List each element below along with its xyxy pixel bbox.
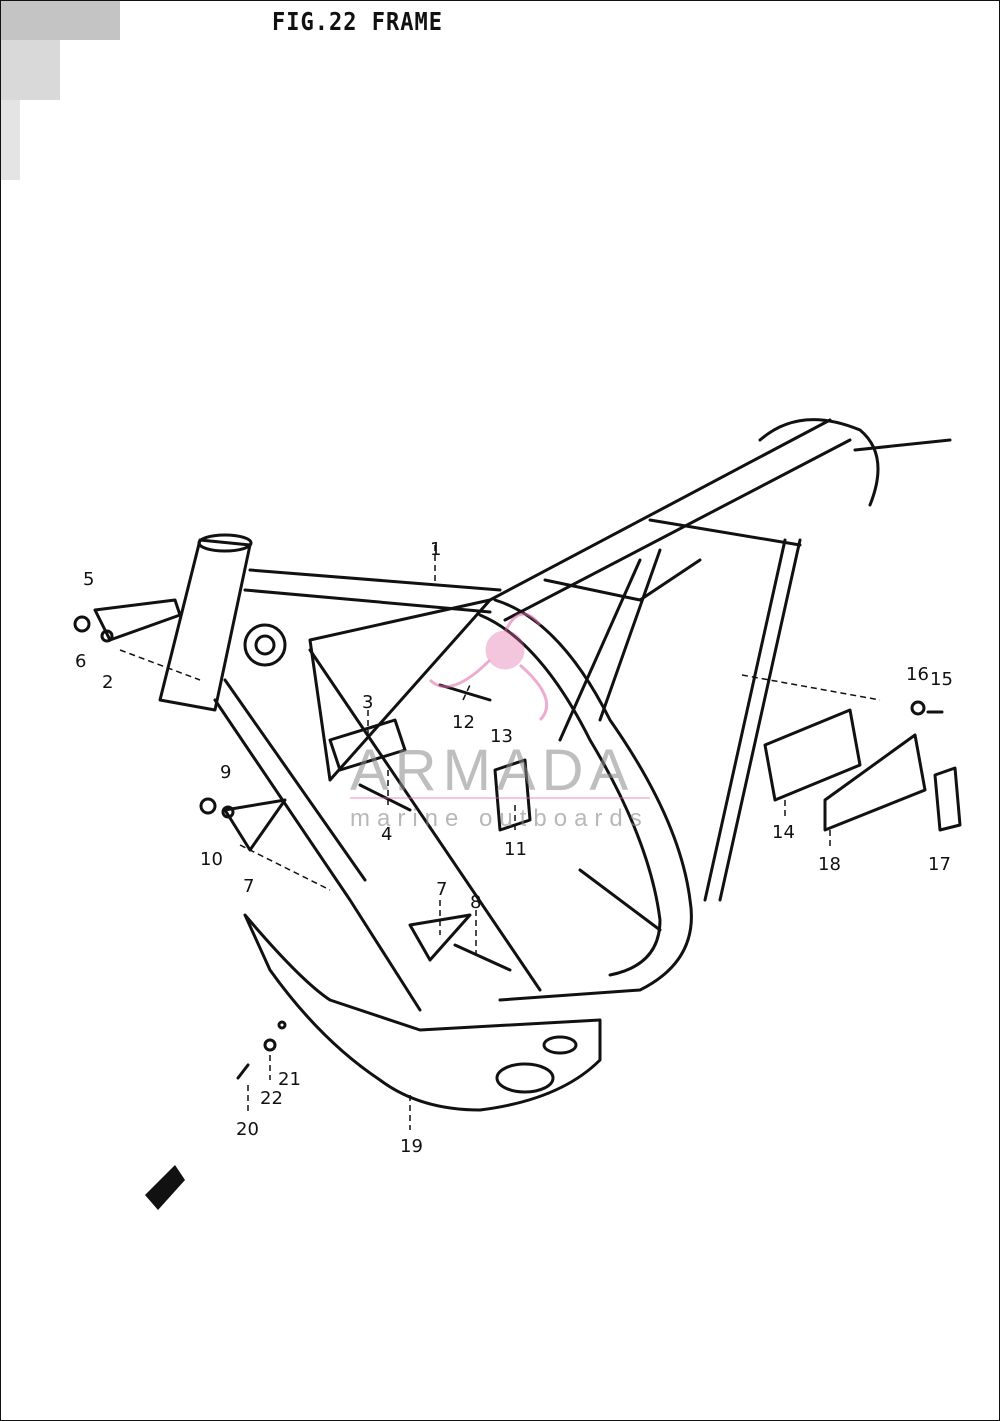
callout-11: 11 <box>504 839 527 860</box>
callout-1: 1 <box>430 539 441 560</box>
callout-14: 14 <box>772 822 795 843</box>
callout-21: 21 <box>278 1069 301 1090</box>
callout-numbers: 1 2 3 4 5 6 7 7 8 9 10 11 12 13 14 15 16… <box>75 539 953 1157</box>
cover-bolt <box>910 700 944 716</box>
callout-2: 2 <box>102 672 113 693</box>
side-cover-right <box>823 733 927 832</box>
engine-bracket-left <box>199 797 287 852</box>
main-frame <box>158 418 952 1012</box>
cover-bracket <box>933 766 962 832</box>
skid-bolts <box>236 1020 287 1080</box>
callout-9: 9 <box>220 762 231 783</box>
callout-15: 15 <box>930 669 953 690</box>
side-cover-left <box>763 708 862 802</box>
watermark-logo-icon <box>428 612 549 722</box>
callout-18: 18 <box>818 854 841 875</box>
callout-5: 5 <box>83 569 94 590</box>
callout-10: 10 <box>200 849 223 870</box>
callout-19: 19 <box>400 1136 423 1157</box>
watermark-tagline: marine outboards <box>350 805 649 832</box>
watermark-brand: ARMADA <box>350 738 634 803</box>
head-bracket <box>73 598 182 643</box>
callout-4: 4 <box>381 824 392 845</box>
callout-13: 13 <box>490 726 513 747</box>
leader-lines <box>119 545 881 1130</box>
callout-7a: 7 <box>243 876 254 897</box>
callout-16: 16 <box>906 664 929 685</box>
callout-3: 3 <box>362 692 373 713</box>
callout-6: 6 <box>75 651 86 672</box>
callout-12: 12 <box>452 712 475 733</box>
skid-plate <box>243 913 602 1112</box>
callout-17: 17 <box>928 854 951 875</box>
figure-title: FIG.22 FRAME <box>272 8 443 37</box>
callout-20: 20 <box>236 1119 259 1140</box>
callout-7b: 7 <box>436 879 447 900</box>
watermark: ARMADA marine outboards <box>350 612 650 832</box>
callout-22: 22 <box>260 1088 283 1109</box>
arrow-marker-icon <box>145 1165 185 1210</box>
callout-8: 8 <box>470 892 481 913</box>
scan-noise <box>0 0 120 180</box>
